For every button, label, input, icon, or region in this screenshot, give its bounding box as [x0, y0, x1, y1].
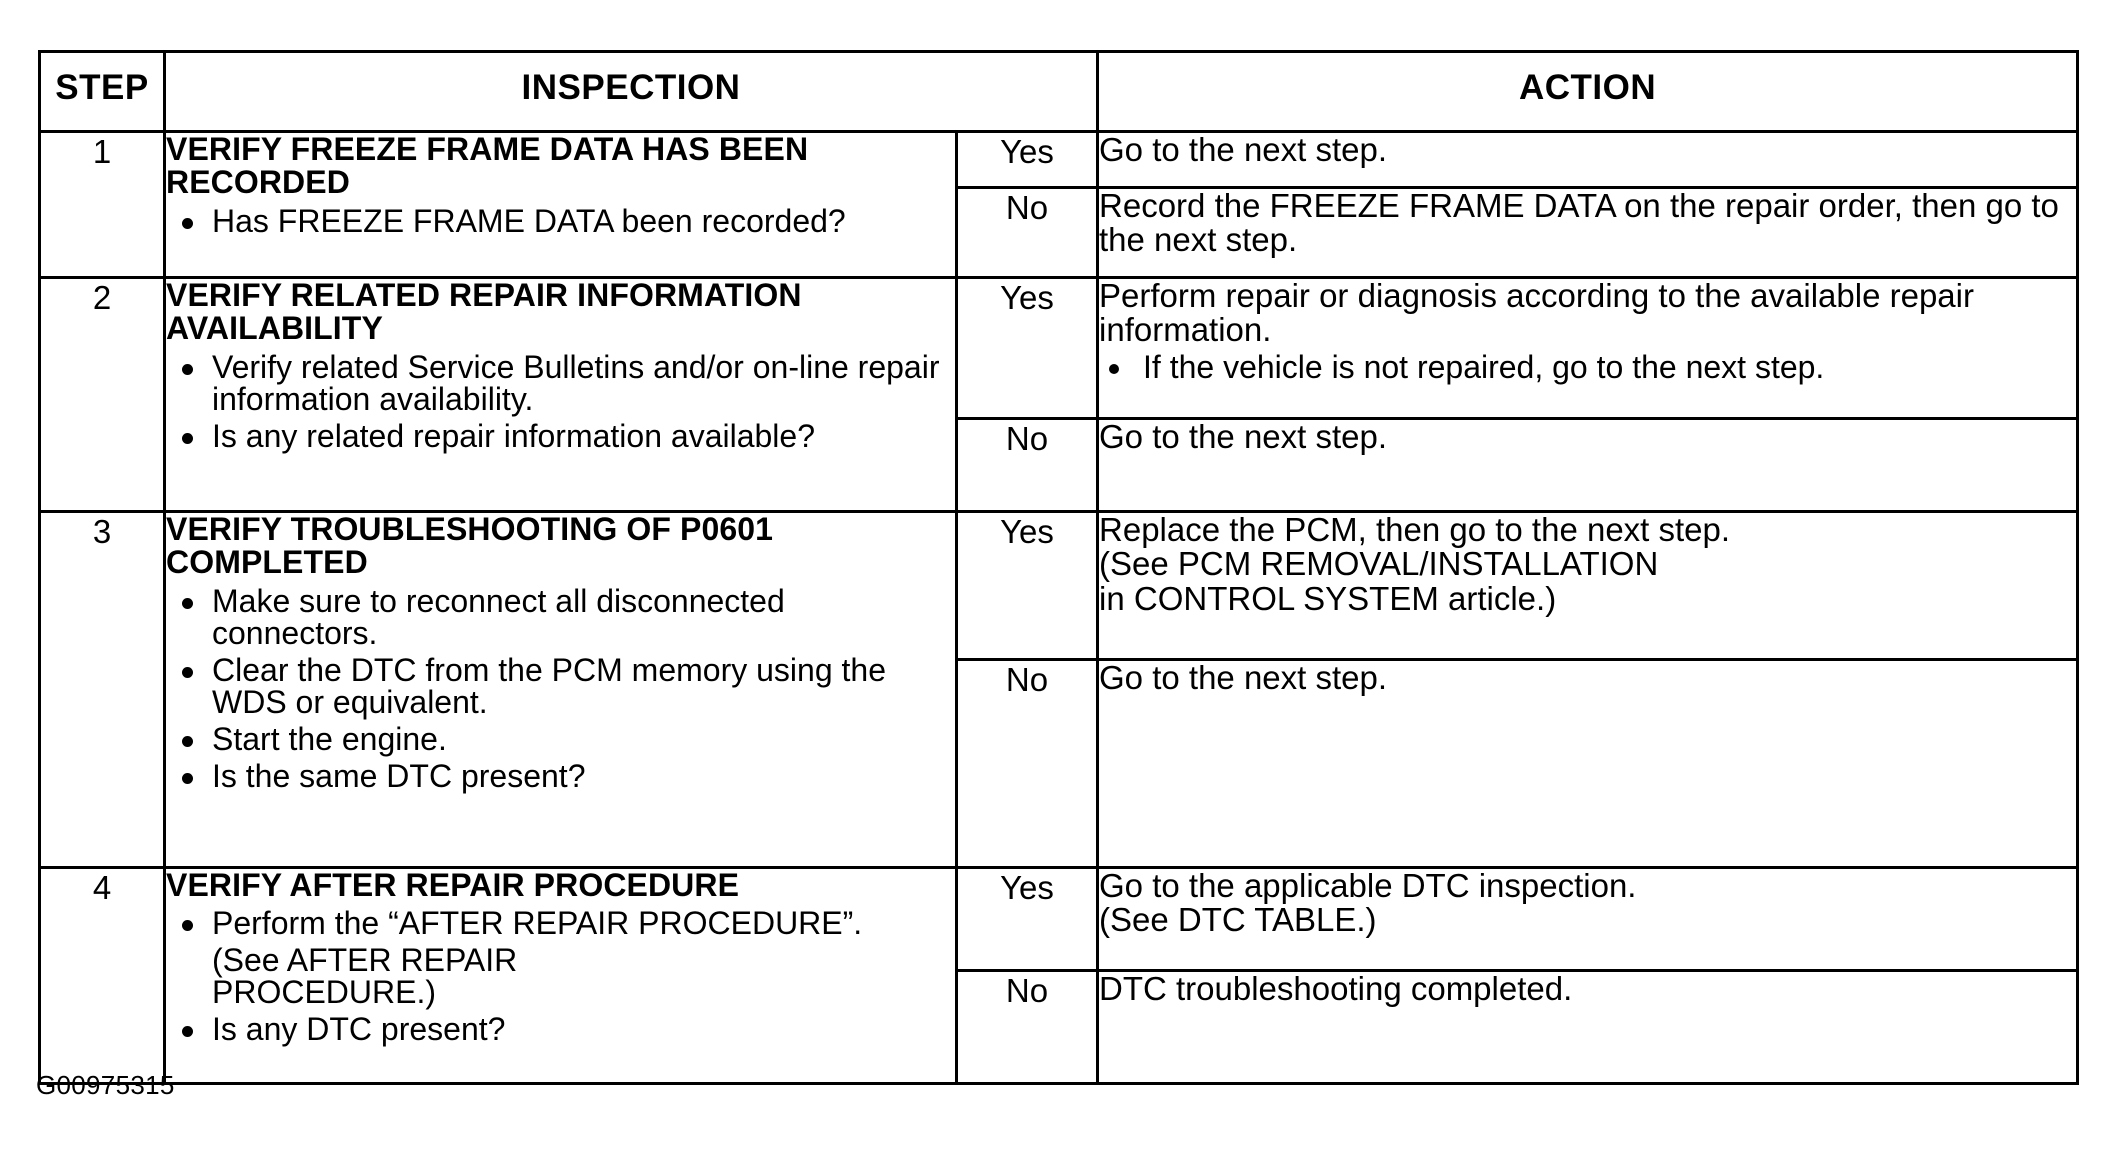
action-text: Go to the next step. — [1099, 418, 1388, 455]
action-text: Go to the next step. — [1099, 131, 1388, 168]
inspection-bullet: Is any related repair information availa… — [166, 420, 955, 452]
action-text: Record the FREEZE FRAME DATA on the repa… — [1099, 187, 2059, 259]
column-header-step: STEP — [38, 50, 166, 133]
inspection-bullet: Has FREEZE FRAME DATA been recorded? — [166, 205, 955, 237]
inspection-title: VERIFY AFTER REPAIR PROCEDURE — [166, 867, 740, 903]
inspection-sub-line: (See AFTER REPAIR PROCEDURE.) — [212, 942, 518, 1011]
figure-caption: G00975315 — [36, 1070, 175, 1100]
inspection-cell: VERIFY AFTER REPAIR PROCEDURE Perform th… — [163, 866, 958, 1085]
inspection-bullet: Perform the “AFTER REPAIR PROCEDURE”. — [166, 907, 955, 939]
action-cell: Replace the PCM, then go to the next ste… — [1096, 510, 2080, 661]
inspection-bullet-list: Make sure to reconnect all disconnected … — [166, 585, 955, 792]
answer-label-yes: Yes — [954, 130, 1100, 189]
column-header-inspection: INSPECTION — [162, 50, 1100, 133]
dtc-troubleshooting-table: STEP INSPECTION ACTION 1 VERIFY FREEZE F… — [38, 50, 2080, 1085]
column-header-action: ACTION — [1096, 50, 2080, 133]
inspection-bullet: Clear the DTC from the PCM memory using … — [166, 654, 955, 718]
action-cell: Perform repair or diagnosis according to… — [1096, 276, 2080, 420]
answer-label-no: No — [954, 658, 1100, 869]
step-number: 3 — [38, 510, 166, 869]
answer-label-no: No — [954, 969, 1100, 1085]
answer-label-yes: Yes — [954, 866, 1100, 972]
table-row: No Go to the next step. — [40, 417, 2080, 513]
step-number: 4 — [38, 866, 166, 1085]
answer-label-no: No — [954, 186, 1100, 279]
action-bullet-list: If the vehicle is not repaired, go to th… — [1099, 350, 2076, 384]
action-cell: Record the FREEZE FRAME DATA on the repa… — [1096, 186, 2080, 279]
inspection-bullet-list: Has FREEZE FRAME DATA been recorded? — [166, 205, 955, 237]
action-text: Replace the PCM, then go to the next ste… — [1099, 511, 1731, 617]
answer-label-yes: Yes — [954, 276, 1100, 420]
table-row: 3 VERIFY TROUBLESHOOTING OF P0601 COMPLE… — [38, 510, 2080, 869]
inspection-bullet: Verify related Service Bulletins and/or … — [166, 351, 955, 415]
inspection-title: VERIFY RELATED REPAIR INFORMATION AVAILA… — [166, 277, 802, 347]
inspection-bullet: Is any DTC present? — [166, 1013, 955, 1045]
inspection-bullet: Make sure to reconnect all disconnected … — [166, 585, 955, 649]
inspection-title: VERIFY FREEZE FRAME DATA HAS BEEN RECORD… — [166, 131, 809, 201]
table-row: No Go to the next step. — [40, 658, 2080, 869]
inspection-cell: VERIFY RELATED REPAIR INFORMATION AVAILA… — [163, 276, 958, 513]
table-row: 4 VERIFY AFTER REPAIR PROCEDURE Perform … — [38, 866, 2080, 1085]
action-cell: DTC troubleshooting completed. — [1096, 969, 2080, 1085]
action-cell: Go to the next step. — [1096, 417, 2080, 513]
action-text: DTC troubleshooting completed. — [1099, 970, 1573, 1007]
table-row: 2 VERIFY RELATED REPAIR INFORMATION AVAI… — [38, 276, 2080, 513]
inspection-bullet-list: Verify related Service Bulletins and/or … — [166, 351, 955, 452]
action-cell: Go to the next step. — [1096, 130, 2080, 189]
answer-label-no: No — [954, 417, 1100, 513]
action-bullet: If the vehicle is not repaired, go to th… — [1099, 350, 2076, 384]
action-text: Perform repair or diagnosis according to… — [1099, 277, 1974, 349]
answer-label-yes: Yes — [954, 510, 1100, 661]
action-cell: Go to the next step. — [1096, 658, 2080, 869]
action-cell: Go to the applicable DTC inspection. (Se… — [1096, 866, 2080, 972]
inspection-cell: VERIFY TROUBLESHOOTING OF P0601 COMPLETE… — [163, 510, 958, 869]
action-text: Go to the applicable DTC inspection. (Se… — [1099, 867, 1637, 939]
table-row: No DTC troubleshooting completed. — [40, 969, 2080, 1085]
inspection-title: VERIFY TROUBLESHOOTING OF P0601 COMPLETE… — [166, 511, 774, 581]
table-header-row: STEP INSPECTION ACTION — [38, 50, 2080, 133]
inspection-bullet: Start the engine. — [166, 723, 955, 755]
inspection-cell: VERIFY FREEZE FRAME DATA HAS BEEN RECORD… — [163, 130, 958, 279]
table-row: 1 VERIFY FREEZE FRAME DATA HAS BEEN RECO… — [38, 130, 2080, 279]
inspection-bullet: Is the same DTC present? — [166, 760, 955, 792]
step-number: 1 — [38, 130, 166, 279]
step-number: 2 — [38, 276, 166, 513]
table-row: No Record the FREEZE FRAME DATA on the r… — [40, 186, 2080, 279]
inspection-bullet-list: Perform the “AFTER REPAIR PROCEDURE”. (S… — [166, 907, 955, 1045]
action-text: Go to the next step. — [1099, 659, 1388, 696]
